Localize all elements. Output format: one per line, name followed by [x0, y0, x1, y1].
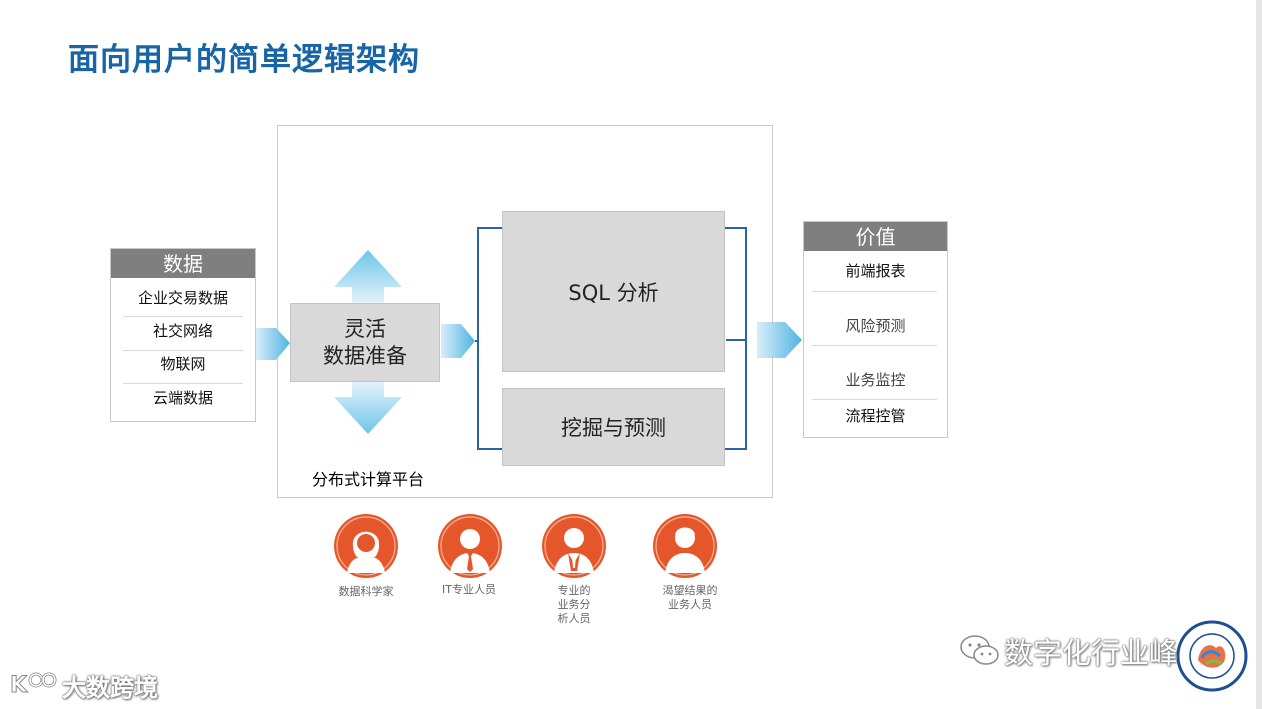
divider: [123, 350, 243, 351]
value-item: 业务监控: [845, 371, 906, 389]
data-source-item: 云端数据: [152, 389, 213, 407]
female-scientist-icon: [334, 514, 398, 578]
person-label-business-analyst: 专业的 业务分 析人员: [557, 584, 591, 625]
value-item: 流程控管: [845, 407, 906, 425]
data-source-item: 企业交易数据: [137, 289, 228, 307]
divider: [123, 383, 243, 384]
divider: [812, 399, 937, 400]
data-prep-line1: 灵活: [344, 316, 386, 341]
mining-prediction-label: 挖掘与预测: [561, 416, 666, 440]
divider: [812, 345, 937, 346]
sql-analysis-box: SQL 分析: [502, 211, 725, 372]
value-header: 价值: [804, 222, 947, 251]
watermark-left-text: 大数跨境: [62, 674, 158, 702]
sql-analysis-label: SQL 分析: [568, 280, 659, 305]
business-analyst-icon: [542, 514, 606, 578]
right-bracket: [724, 227, 747, 450]
right-edge-border: [1256, 0, 1262, 709]
it-professional-icon: [438, 514, 502, 578]
value-item: 前端报表: [845, 262, 906, 280]
data-source-item: 社交网络: [152, 322, 213, 340]
svg-text:K: K: [10, 673, 28, 698]
value-box: 价值 前端报表 风险预测 业务监控 流程控管: [803, 221, 948, 438]
mining-prediction-box: 挖掘与预测: [502, 388, 725, 466]
platform-label: 分布式计算平台: [312, 470, 425, 489]
data-source-item: 物联网: [160, 355, 206, 373]
data-prep-line2: 数据准备: [323, 343, 407, 368]
data-sources-header: 数据: [111, 249, 255, 278]
brand-logo-icon: K: [10, 672, 57, 698]
data-sources-box: 数据 企业交易数据 社交网络 物联网 云端数据: [110, 248, 256, 422]
person-label-business-user: 渴望结果的 业务人员: [662, 584, 718, 611]
divider: [123, 316, 243, 317]
left-bracket: [477, 227, 502, 450]
business-user-icon: [653, 514, 717, 578]
divider: [812, 291, 937, 292]
association-seal-icon: [1176, 620, 1248, 692]
person-label-it-professional: IT专业人员: [442, 583, 496, 596]
watermark-right-text: 数字化行业峰会: [1004, 636, 1208, 670]
wechat-icon: [960, 635, 999, 665]
person-label-data-scientist: 数据科学家: [338, 585, 394, 598]
data-prep-box: 灵活 数据准备: [290, 303, 440, 382]
page-title: 面向用户的简单逻辑架构: [68, 42, 420, 78]
value-item: 风险预测: [845, 317, 906, 335]
